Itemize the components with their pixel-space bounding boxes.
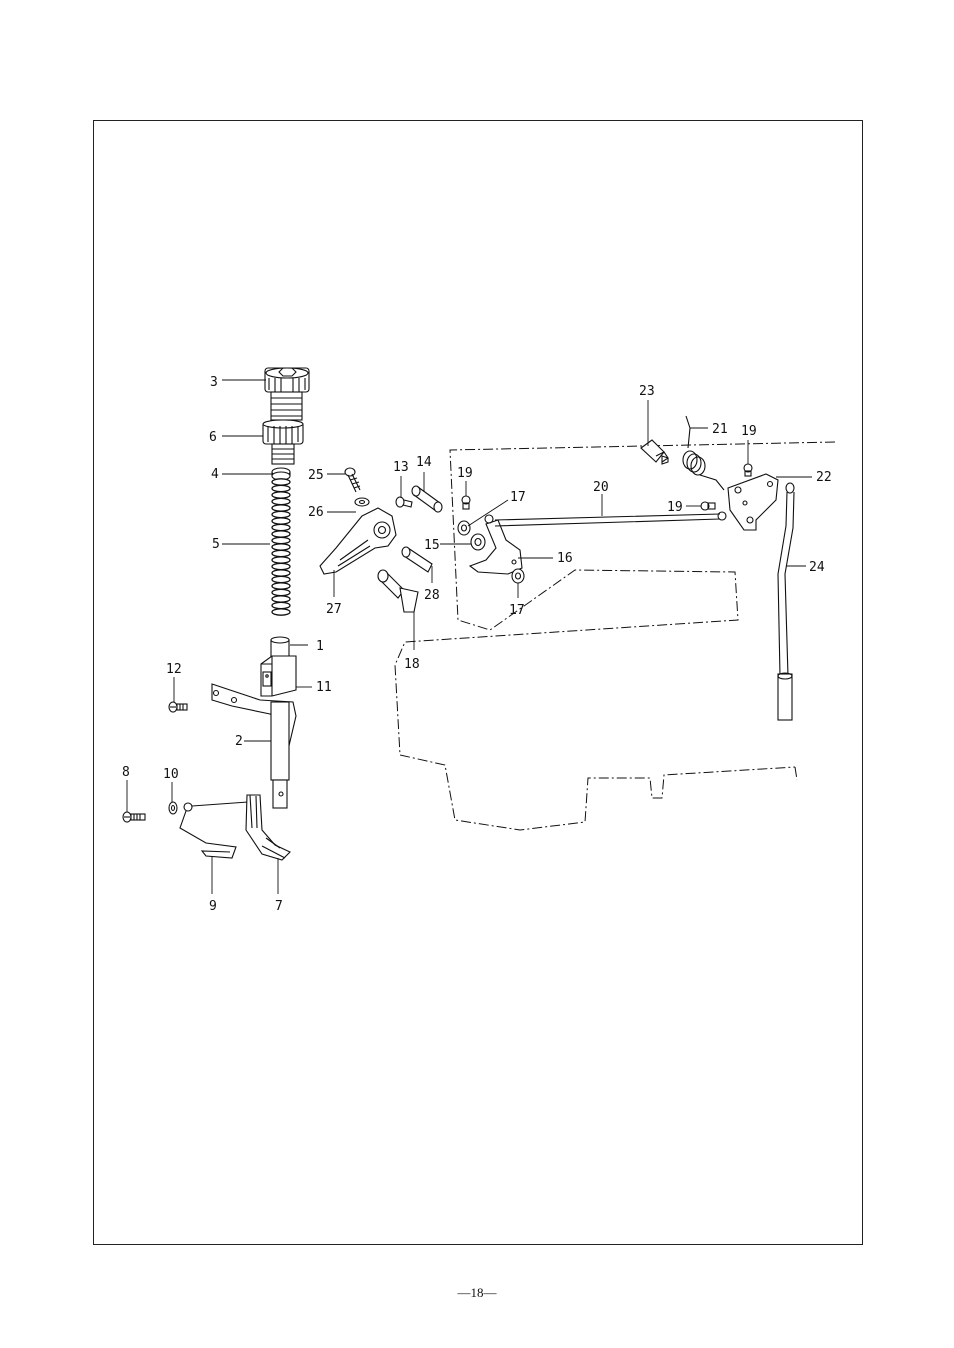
part-10-washer bbox=[169, 802, 177, 814]
part-9-wire-guide bbox=[180, 802, 248, 858]
spring-coil bbox=[272, 498, 290, 504]
callout-6: 6 bbox=[209, 430, 217, 445]
part-14-shaft bbox=[412, 486, 442, 512]
spring-coil bbox=[272, 602, 290, 608]
spring-coil bbox=[272, 537, 290, 543]
part-27-lever bbox=[320, 508, 396, 574]
part-25-screw bbox=[345, 468, 360, 492]
part-19-set-screw-b bbox=[701, 502, 715, 510]
part-20-rod bbox=[495, 512, 726, 526]
part-5-spring bbox=[272, 479, 290, 615]
callout-5: 5 bbox=[212, 537, 220, 552]
callout-16: 16 bbox=[557, 551, 573, 566]
callout-9: 9 bbox=[209, 899, 217, 914]
spring-coil bbox=[272, 531, 290, 537]
spring-coil bbox=[272, 479, 290, 485]
callout-labels: 3 6 4 5 1 12 11 2 8 10 9 7 25 26 27 13 1… bbox=[122, 375, 832, 914]
callout-21: 21 bbox=[712, 422, 728, 437]
callout-14: 14 bbox=[416, 455, 432, 470]
callout-10: 10 bbox=[163, 767, 179, 782]
part-8-screw bbox=[123, 812, 145, 822]
spring-coil bbox=[272, 609, 290, 615]
spring-coil bbox=[272, 492, 290, 498]
part-3-screw-cap bbox=[265, 368, 309, 420]
part-17-collar-b bbox=[512, 569, 524, 583]
part-23-bushing bbox=[641, 440, 668, 464]
part-19-set-screw-a bbox=[462, 496, 470, 509]
part-2-presser-bar-lower bbox=[212, 684, 296, 808]
callout-25: 25 bbox=[308, 468, 324, 483]
part-6-nut bbox=[263, 420, 303, 464]
part-13-screw bbox=[396, 497, 412, 507]
callout-27: 27 bbox=[326, 602, 342, 617]
part-15-collar bbox=[471, 534, 485, 550]
callout-12: 12 bbox=[166, 662, 182, 677]
part-17-collar-a bbox=[458, 521, 470, 535]
callout-1: 1 bbox=[316, 639, 324, 654]
spring-coil bbox=[272, 505, 290, 511]
spring-coil bbox=[272, 485, 290, 491]
spring-coil bbox=[272, 563, 290, 569]
callout-13: 13 bbox=[393, 460, 409, 475]
callout-3: 3 bbox=[210, 375, 218, 390]
callout-17-a: 17 bbox=[510, 490, 526, 505]
callout-19-c: 19 bbox=[741, 424, 757, 439]
callout-11: 11 bbox=[316, 680, 332, 695]
callout-18: 18 bbox=[404, 657, 420, 672]
callout-2: 2 bbox=[235, 734, 243, 749]
callout-28: 28 bbox=[424, 588, 440, 603]
callout-7: 7 bbox=[275, 899, 283, 914]
spring-coil bbox=[272, 570, 290, 576]
spring-coil bbox=[272, 550, 290, 556]
callout-15: 15 bbox=[424, 538, 440, 553]
page-number: —18— bbox=[0, 1285, 954, 1301]
spring-coil bbox=[272, 583, 290, 589]
callout-4: 4 bbox=[211, 467, 219, 482]
spring-coil bbox=[272, 576, 290, 582]
spring-coil bbox=[272, 596, 290, 602]
spring-coil bbox=[272, 589, 290, 595]
spring-coil bbox=[272, 511, 290, 517]
callout-22: 22 bbox=[816, 470, 832, 485]
leader-lines bbox=[127, 380, 812, 894]
spring-coil bbox=[272, 518, 290, 524]
callout-17-b: 17 bbox=[509, 603, 525, 618]
part-22-bracket bbox=[728, 474, 778, 530]
spring-coil bbox=[272, 524, 290, 530]
callout-23: 23 bbox=[639, 384, 655, 399]
part-19-set-screw-c bbox=[744, 464, 752, 476]
callout-19-a: 19 bbox=[457, 466, 473, 481]
part-26-washer bbox=[355, 498, 369, 506]
spring-coil bbox=[272, 544, 290, 550]
part-24-rod bbox=[778, 483, 794, 720]
part-11-guide-bracket bbox=[261, 656, 296, 696]
part-12-screw bbox=[169, 702, 187, 712]
callout-24: 24 bbox=[809, 560, 825, 575]
part-18-shaft bbox=[378, 570, 418, 612]
callout-8: 8 bbox=[122, 765, 130, 780]
callout-20: 20 bbox=[593, 480, 609, 495]
callout-19-b: 19 bbox=[667, 500, 683, 515]
spring-coil bbox=[272, 557, 290, 563]
callout-26: 26 bbox=[308, 505, 324, 520]
